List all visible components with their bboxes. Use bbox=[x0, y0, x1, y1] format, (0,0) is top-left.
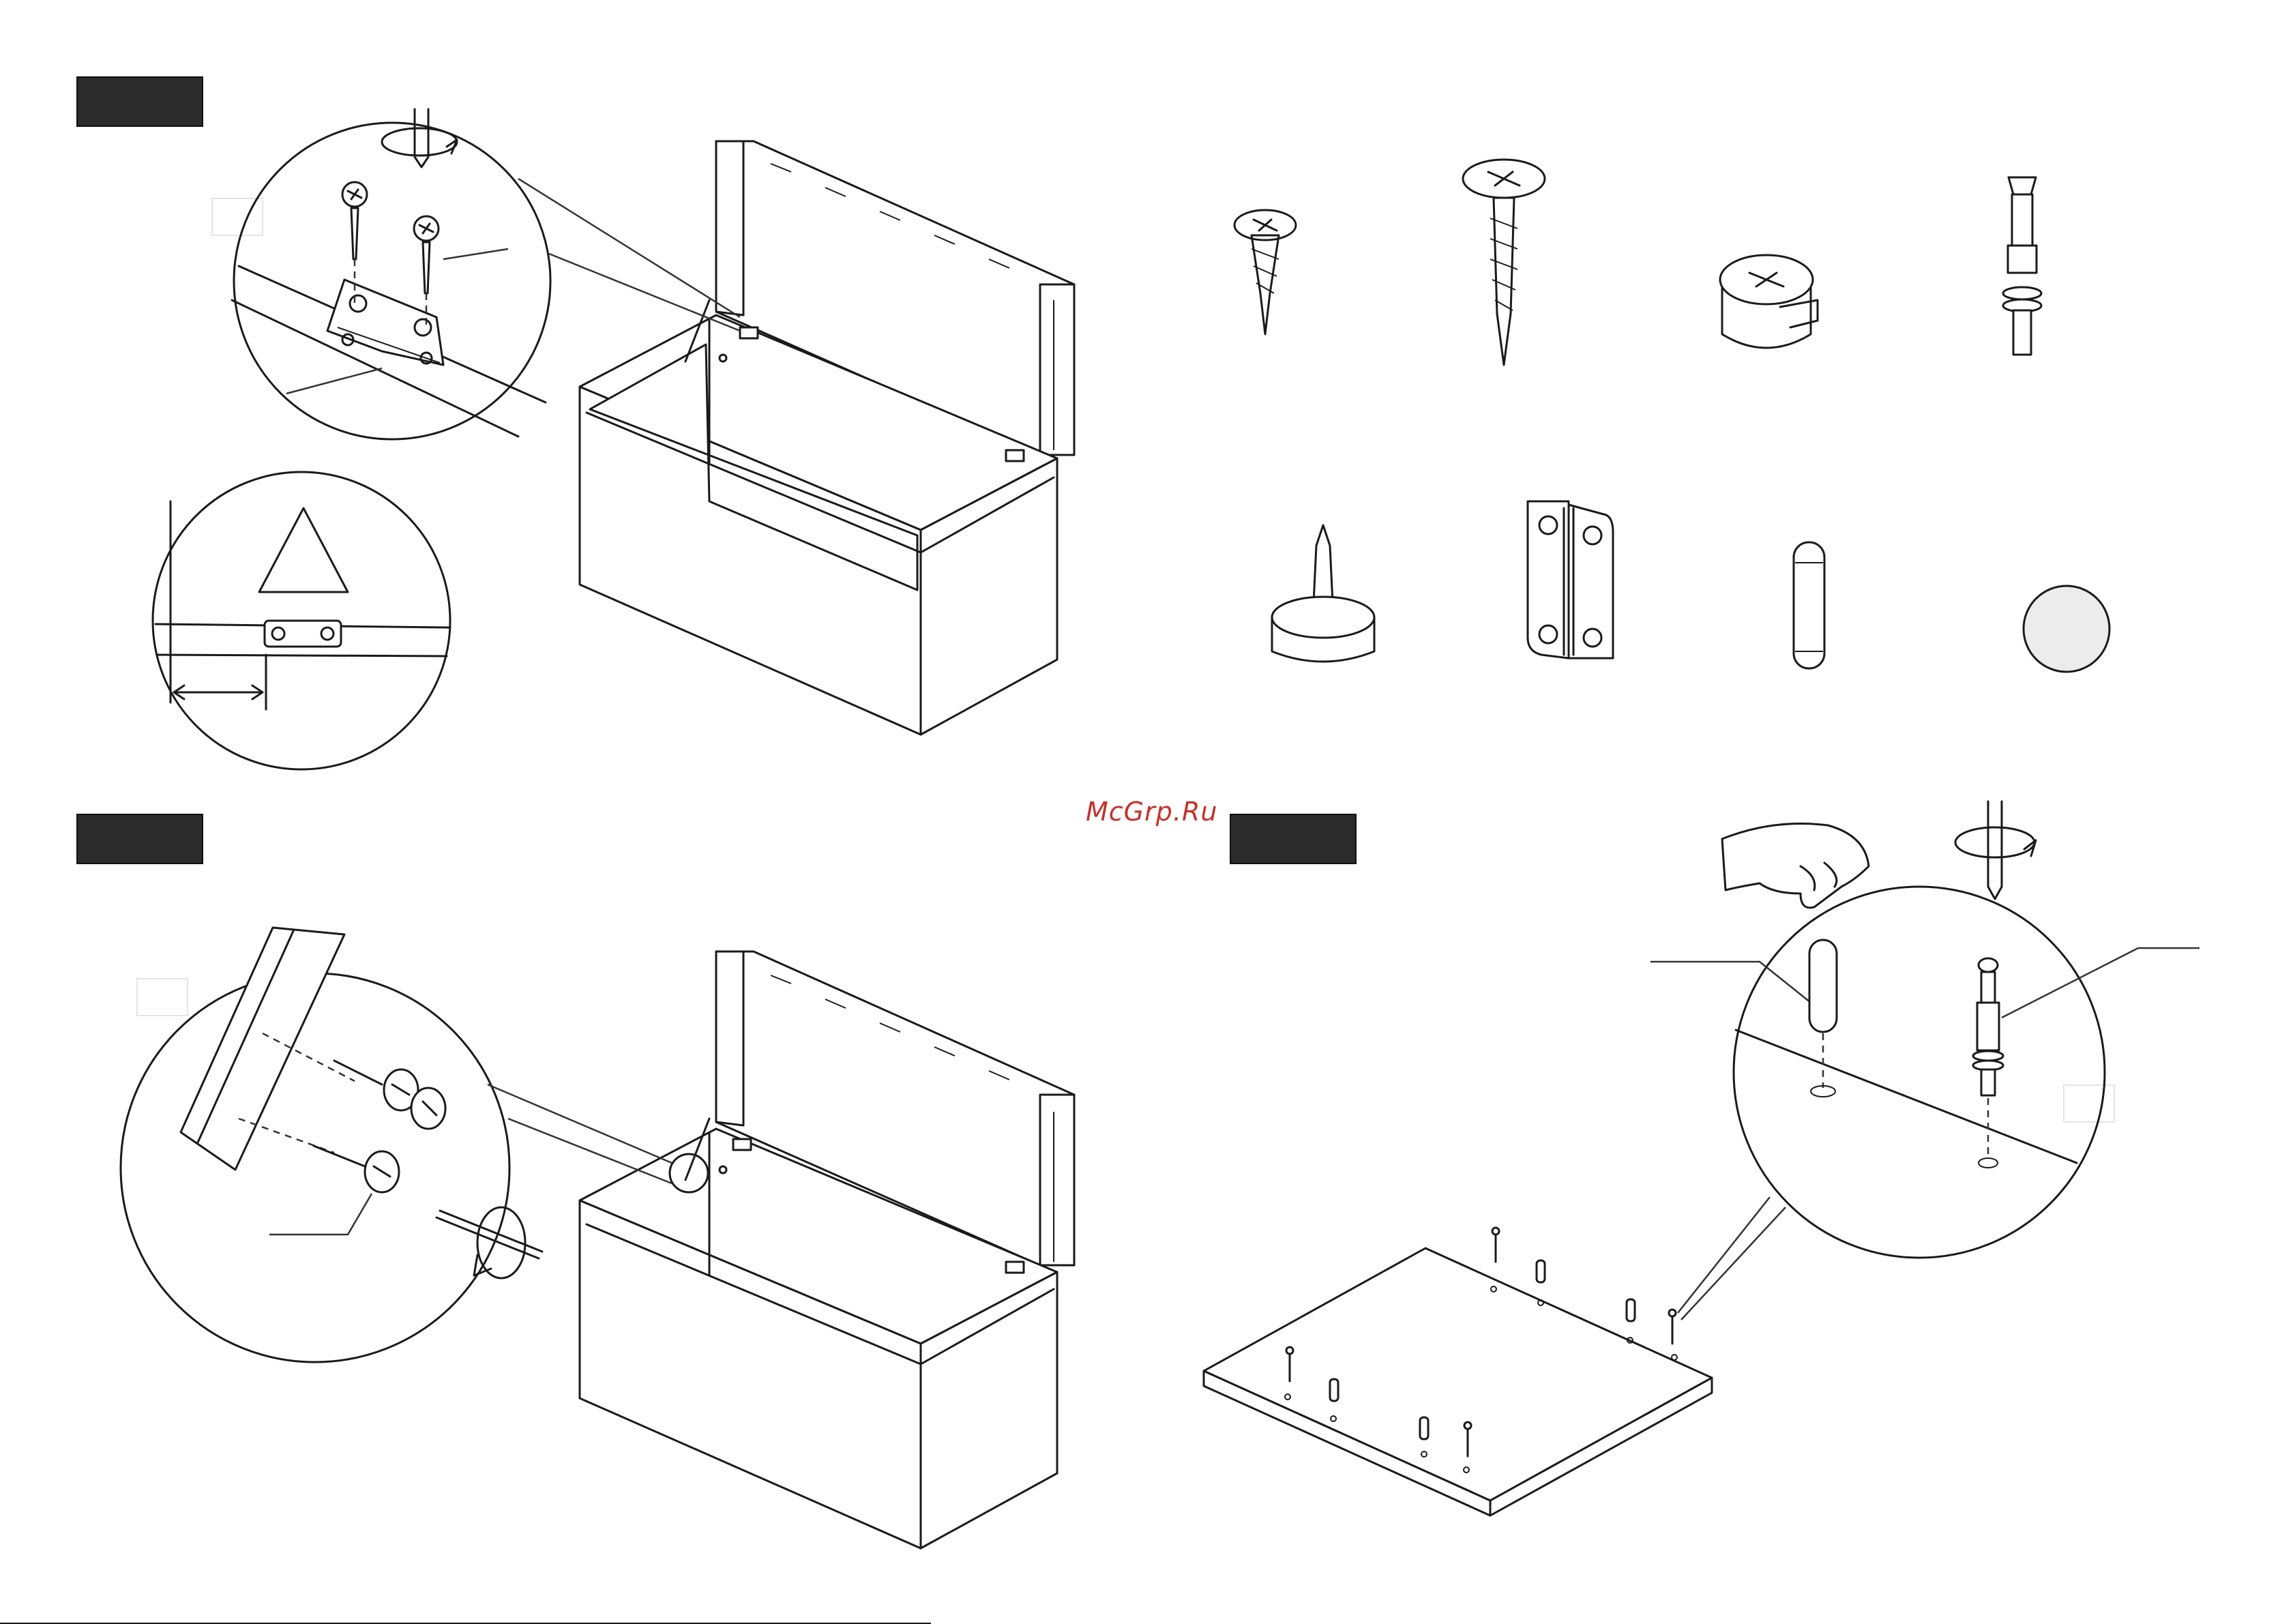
furniture-glide-foot-icon bbox=[1272, 525, 1374, 662]
long-wood-screw-icon bbox=[1463, 160, 1545, 365]
wooden-dowel-icon bbox=[1794, 542, 1824, 668]
short-wood-screw-icon bbox=[1234, 210, 1296, 334]
detail-dowel-cam-bolt bbox=[1650, 801, 2200, 1258]
storage-box-step-1 bbox=[580, 141, 1074, 735]
detail-hinge-position bbox=[153, 472, 450, 769]
base-panel-step-3 bbox=[1204, 1197, 1786, 1516]
cam-bolt-icon bbox=[2003, 177, 2041, 355]
hinge-icon bbox=[1528, 501, 1613, 658]
cam-lock-icon bbox=[1720, 255, 1818, 348]
cover-cap-icon bbox=[2024, 586, 2109, 672]
storage-box-step-2 bbox=[580, 951, 1074, 1548]
